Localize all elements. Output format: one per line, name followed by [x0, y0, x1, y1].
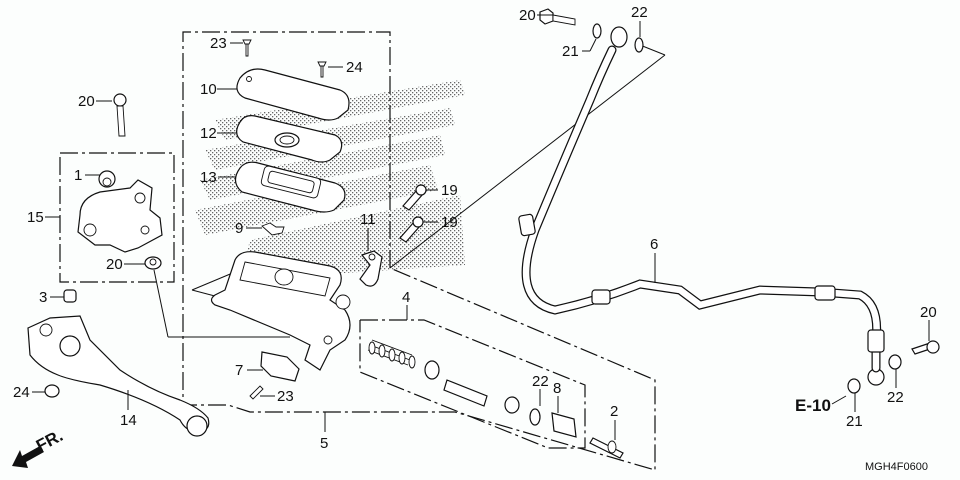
callout-18[interactable]: 20 — [106, 256, 123, 273]
parts — [27, 8, 940, 459]
callout-13[interactable]: 13 — [200, 169, 217, 186]
callout-9[interactable]: 9 — [235, 220, 243, 237]
callout-6[interactable]: 6 — [650, 236, 658, 253]
frame-lever-bracket — [59, 152, 175, 283]
group-frames — [59, 31, 666, 471]
callout-7[interactable]: 7 — [235, 362, 243, 379]
callout-16[interactable]: 19 — [441, 214, 458, 231]
callout-11[interactable]: 11 — [360, 211, 376, 228]
callout-21[interactable]: 22 — [532, 373, 549, 390]
callout-23[interactable]: 23 — [277, 388, 294, 405]
callout-19[interactable]: 20 — [920, 304, 937, 321]
callout-12[interactable]: 12 — [200, 125, 217, 142]
callout-3[interactable]: 3 — [39, 289, 47, 306]
clutch-hose — [518, 45, 885, 373]
callout-17[interactable]: 20 — [78, 93, 95, 110]
callouts: 23 24 10 12 13 9 11 19 19 20 1 15 — [13, 4, 937, 452]
callout-5[interactable]: 5 — [320, 435, 328, 452]
callout-10[interactable]: 10 — [200, 81, 217, 98]
callout-20[interactable]: 22 — [631, 4, 648, 21]
callout-20[interactable]: 22 — [887, 389, 904, 406]
front-direction-arrow: FR. — [12, 426, 66, 468]
callout-22[interactable]: 24 — [346, 59, 363, 76]
callout-20[interactable]: 21 — [846, 413, 863, 430]
reference-arrow — [831, 395, 847, 405]
callout-24[interactable]: 24 — [13, 384, 30, 401]
callout-14[interactable]: 14 — [120, 412, 137, 429]
diagram-code: MGH4F0600 — [865, 461, 928, 473]
callout-22[interactable]: 23 — [210, 35, 227, 52]
frame-piston-set — [359, 319, 586, 449]
spring — [367, 339, 416, 369]
callout-16[interactable]: 19 — [441, 182, 458, 199]
bolt-16a — [402, 184, 427, 211]
screw-22b — [317, 61, 327, 78]
callout-8[interactable]: 8 — [553, 380, 561, 397]
frame-master-cylinder — [182, 31, 656, 471]
reference-label[interactable]: E-10 — [795, 396, 831, 415]
callout-15[interactable]: 15 — [27, 209, 44, 226]
callout-19[interactable]: 20 — [519, 7, 536, 24]
callout-1[interactable]: 1 — [74, 167, 82, 184]
callout-4[interactable]: 4 — [402, 289, 410, 306]
screw-22a — [242, 39, 252, 57]
callout-2[interactable]: 2 — [610, 403, 618, 420]
callout-20[interactable]: 21 — [562, 43, 579, 60]
